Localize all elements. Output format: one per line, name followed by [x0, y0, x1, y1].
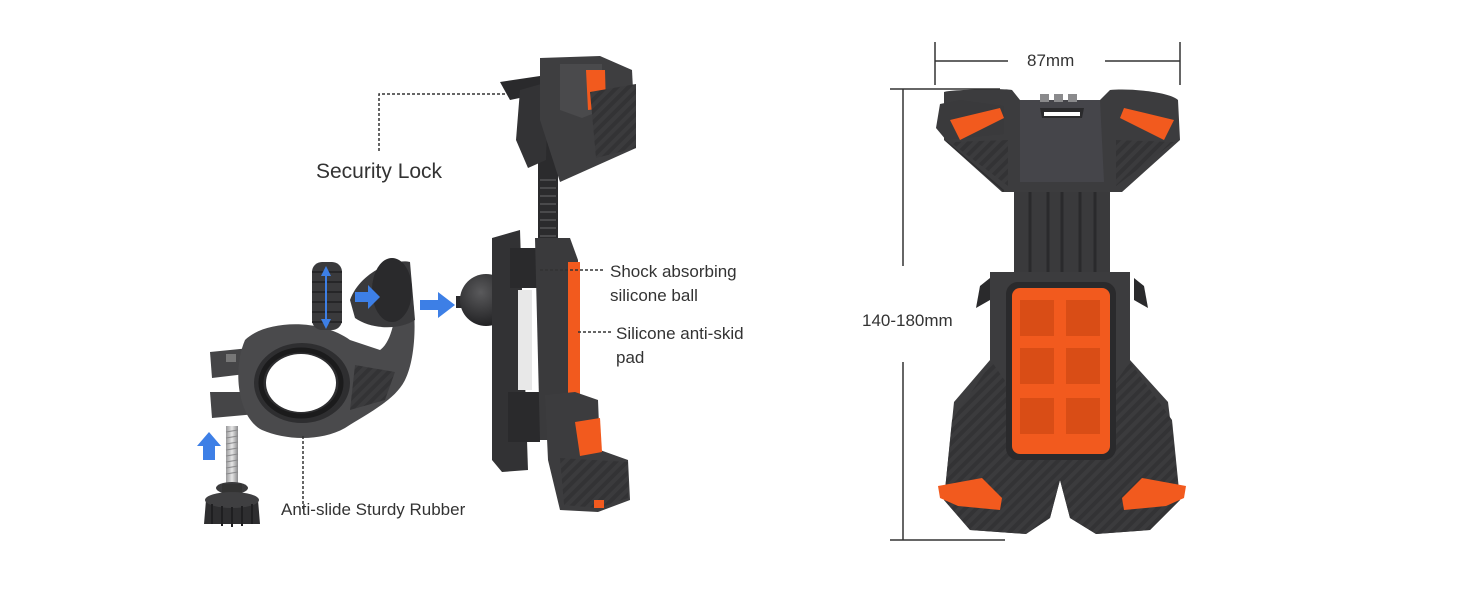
screw-and-nut: [204, 426, 260, 527]
anti-skid-pad-label-line2: pad: [616, 348, 645, 368]
leader-lines: [302, 93, 612, 510]
anti-skid-pad-label: Silicone anti-skid pad: [616, 324, 744, 369]
width-dimension-label: 87mm: [1027, 51, 1075, 70]
blue-arrow-icon: [420, 292, 455, 318]
rotation-arrow-icon: [321, 266, 331, 329]
security-lock-label: Security Lock: [316, 160, 443, 183]
height-dimension-label: 140-180mm: [862, 311, 953, 330]
holder-front-view: [936, 89, 1186, 534]
blue-arrow-icon: [355, 285, 380, 309]
shock-ball-label: Shock absorbing silicone ball: [610, 262, 737, 307]
holder-side-view: [456, 56, 636, 512]
shock-ball-label-line2: silicone ball: [610, 286, 698, 306]
rubber-label: Anti-slide Sturdy Rubber: [281, 500, 466, 519]
dimension-lines: [890, 42, 1181, 541]
blue-arrow-icon: [197, 432, 221, 460]
anti-skid-pad-label-line1: Silicone anti-skid: [616, 324, 744, 343]
shock-ball-label-line1: Shock absorbing: [610, 262, 737, 281]
handlebar-clamp: [210, 258, 415, 438]
